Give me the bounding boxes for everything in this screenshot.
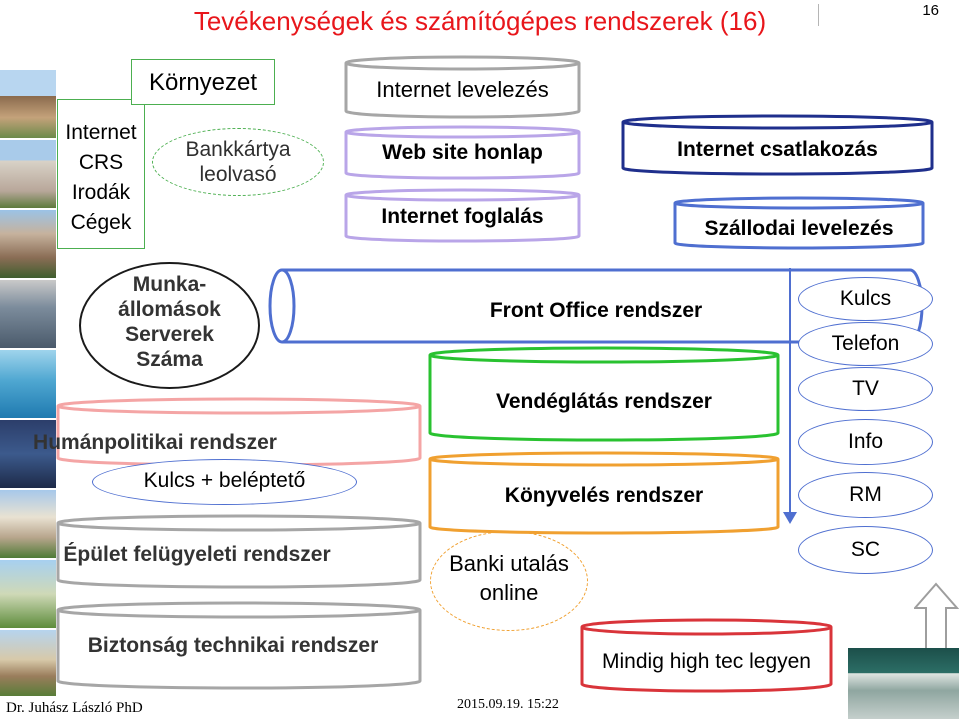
bankcard-label-line2: leolvasó	[199, 163, 277, 186]
building-photo	[0, 630, 56, 697]
cylinder-shape	[673, 196, 925, 250]
cylinder-shape	[428, 346, 780, 442]
side-item-phone: Telefon	[798, 322, 933, 366]
pool-photo	[0, 350, 56, 419]
up-arrow-icon	[914, 582, 959, 651]
email-cylinder: Internet levelezés	[344, 53, 581, 119]
internet-connection-label: Internet csatlakozás	[677, 138, 878, 161]
garden-photo	[0, 560, 56, 629]
building-label: Épület felügyeleti rendszer	[63, 543, 331, 566]
bank-transfer-line2: online	[479, 580, 539, 605]
cylinder-shape	[428, 451, 780, 535]
page-title: Tevékenységek és számítógépes rendszerek…	[193, 6, 767, 36]
internet-label: Internet	[65, 121, 137, 144]
down-arrow-icon	[789, 268, 791, 518]
workstations-line1: Munka-	[132, 273, 207, 296]
header-divider	[818, 4, 819, 26]
cylinder-shape	[344, 55, 581, 119]
key-access-ellipse: Kulcs + beléptető	[92, 459, 357, 505]
hotel-photo	[0, 70, 56, 139]
workstations-ellipse: Munka- állomások Serverek Száma	[79, 262, 260, 389]
internet-crs-box: Internet CRS Irodák Cégek	[57, 99, 145, 249]
hightech-label: Mindig high tec legyen	[602, 650, 811, 673]
side-item-info: Info	[798, 419, 933, 465]
hotel-photo	[0, 140, 56, 209]
front-office-label: Front Office rendszer	[489, 299, 703, 322]
security-cylinder: Biztonság technikai rendszer	[56, 600, 422, 690]
page-number: 16	[922, 2, 939, 19]
hotel-photo	[0, 280, 56, 349]
cylinder-shape	[580, 618, 833, 693]
building-cylinder: Épület felügyeleti rendszer	[56, 513, 422, 589]
cylinder-shape	[56, 397, 422, 467]
cylinder-shape	[621, 114, 934, 176]
city-photo	[0, 420, 56, 489]
offices-label: Irodák	[71, 181, 131, 204]
hotel-photo	[0, 210, 56, 279]
email-label: Internet levelezés	[376, 77, 549, 102]
side-item-sc: SC	[798, 526, 933, 574]
hightech-cylinder: Mindig high tec legyen	[580, 617, 833, 693]
bank-transfer-ellipse: Banki utalás online	[430, 531, 588, 631]
booking-label: Internet foglalás	[381, 205, 544, 228]
cylinder-shape	[344, 188, 581, 243]
footer-datetime: 2015.09.19. 15:22	[457, 697, 559, 712]
bank-transfer-line1: Banki utalás	[449, 551, 569, 576]
security-label: Biztonság technikai rendszer	[87, 634, 379, 657]
hotel-photo	[0, 490, 56, 559]
side-item-key: Kulcs	[798, 277, 933, 321]
bankcard-reader: Bankkártya leolvasó	[152, 128, 324, 196]
side-item-tv: TV	[798, 367, 933, 411]
catering-cylinder: Vendéglátás rendszer	[428, 345, 780, 442]
workstations-line2: állomások	[118, 298, 221, 321]
environment-box: Környezet	[131, 59, 275, 105]
crs-label: CRS	[78, 151, 124, 174]
cylinder-shape	[56, 514, 422, 589]
conference-room-photo	[848, 648, 959, 719]
front-office-cylinder: Front Office rendszer	[266, 266, 926, 346]
companies-label: Cégek	[70, 211, 132, 234]
workstations-line3: Serverek	[125, 323, 214, 346]
catering-label: Vendéglátás rendszer	[496, 390, 712, 413]
hr-label: Humánpolitikai rendszer	[33, 431, 277, 454]
workstations-line4: Száma	[136, 348, 203, 371]
internet-connection-cylinder: Internet csatlakozás	[621, 114, 934, 176]
footer-author: Dr. Juhász László PhD	[6, 700, 143, 716]
hotel-email-cylinder: Szállodai levelezés	[673, 195, 925, 250]
booking-cylinder: Internet foglalás	[344, 187, 581, 243]
accounting-label: Könyvelés rendszer	[504, 484, 704, 507]
cylinder-shape	[56, 601, 422, 690]
accounting-cylinder: Könyvelés rendszer	[428, 449, 780, 535]
bankcard-label-line1: Bankkártya	[185, 138, 291, 161]
hr-cylinder: Humánpolitikai rendszer	[33, 396, 422, 467]
cylinder-shape	[344, 125, 581, 180]
hotel-email-label: Szállodai levelezés	[704, 217, 894, 240]
side-item-rm: RM	[798, 472, 933, 518]
website-cylinder: Web site honlap	[344, 124, 581, 180]
down-arrow-head	[783, 512, 797, 524]
website-label: Web site honlap	[382, 141, 543, 164]
